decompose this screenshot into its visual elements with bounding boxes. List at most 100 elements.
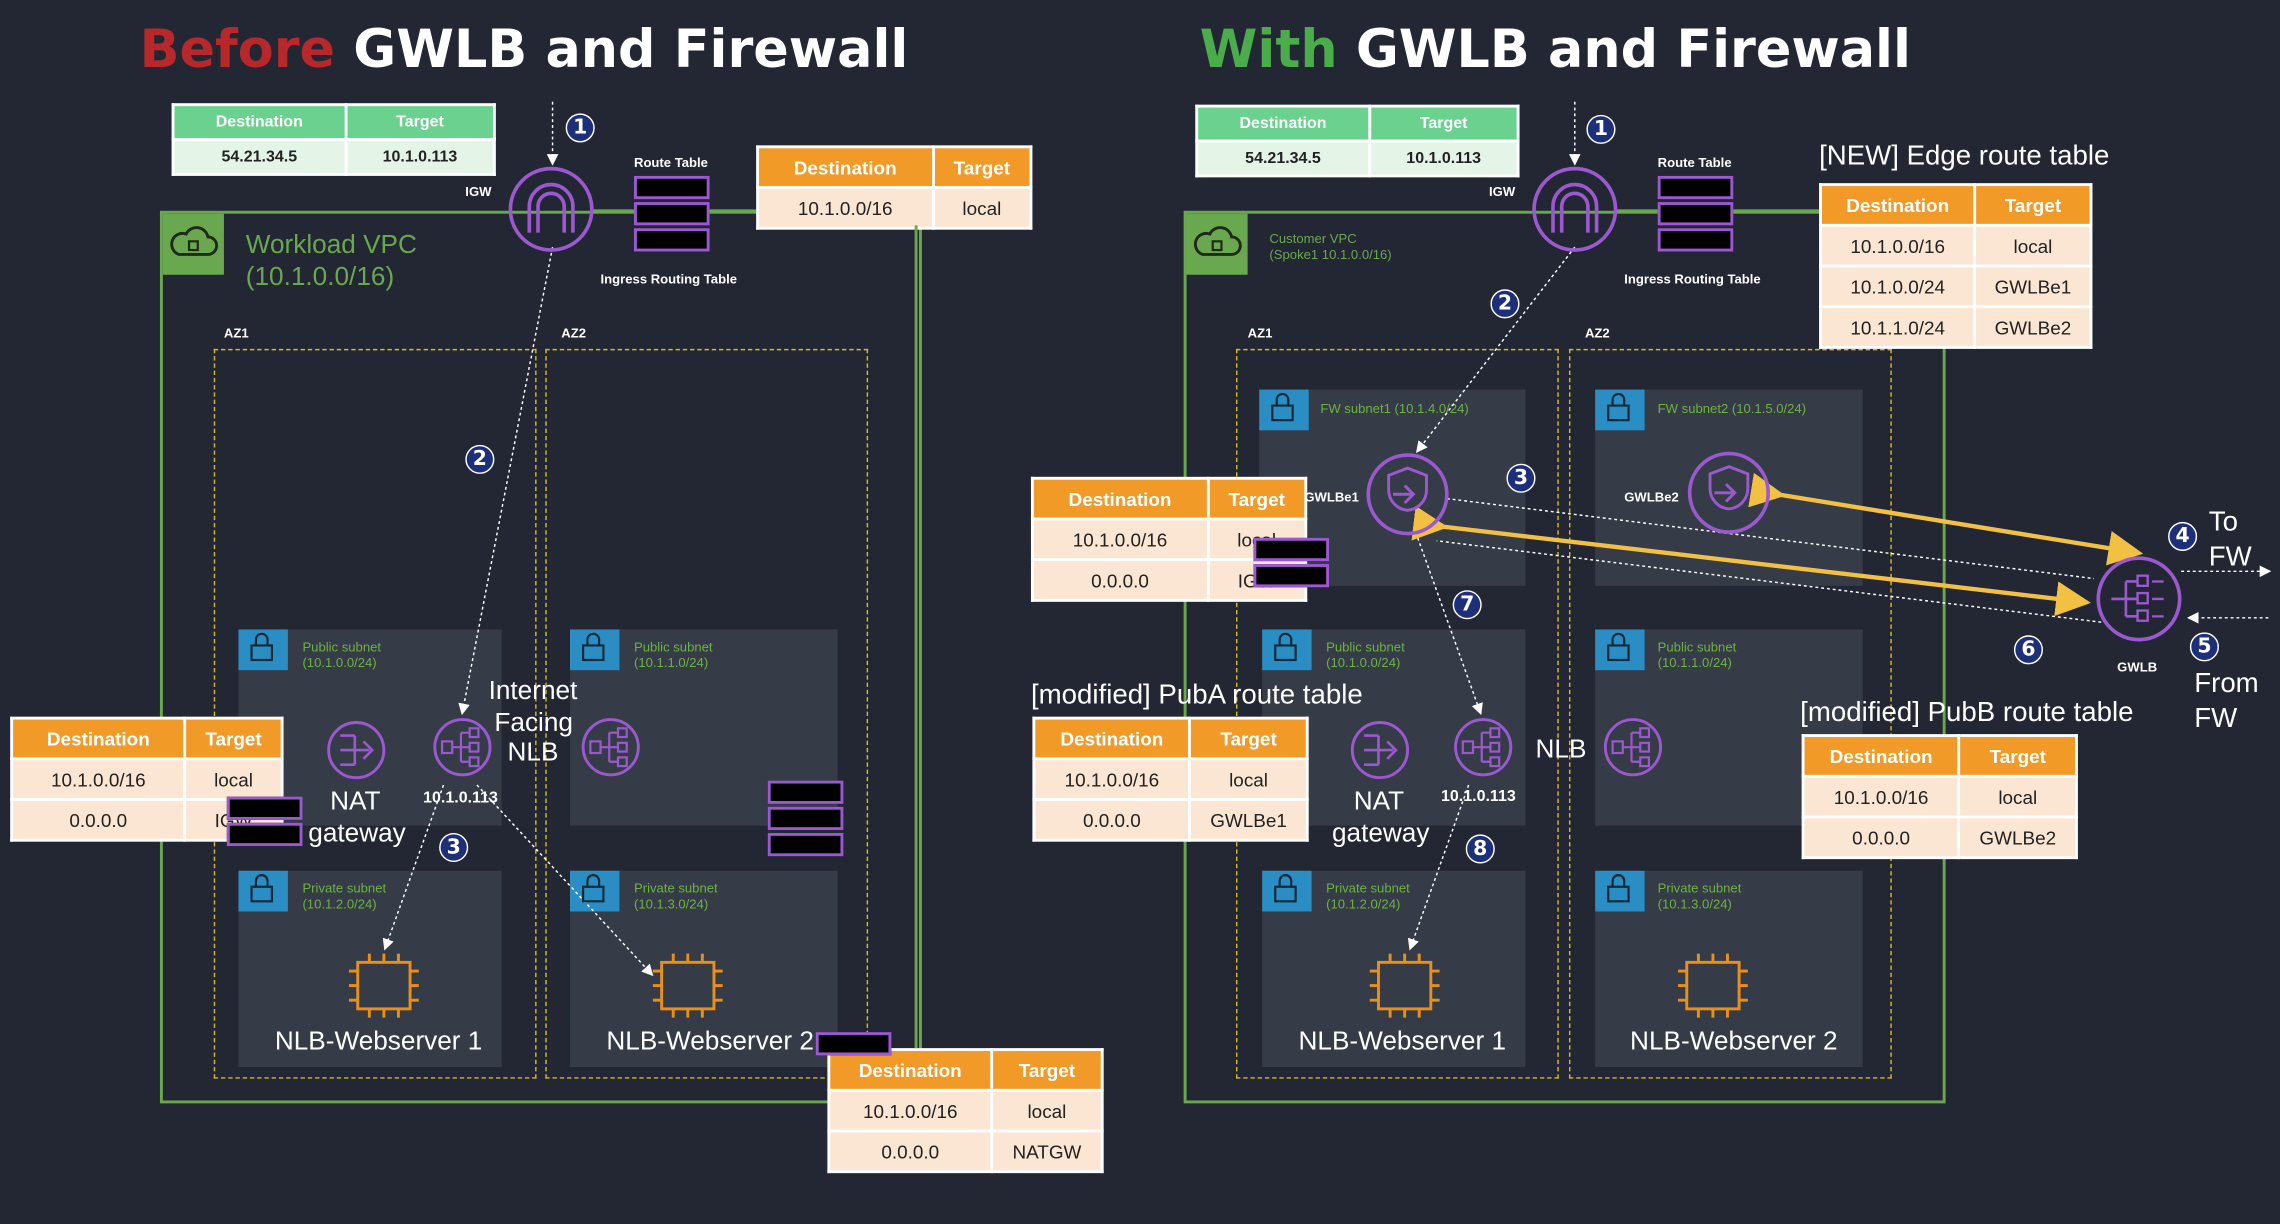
lock-icon	[1595, 629, 1645, 671]
right-step-3: 3	[1506, 463, 1536, 493]
right-nlb-b-icon	[1603, 718, 1663, 777]
right-route-table-label: Route Table	[1657, 155, 1732, 171]
left-vpc-name: Workload VPC	[245, 229, 417, 259]
right-pubb-title: [modified] PubB route table	[1800, 697, 2134, 729]
right-to-fw-1: To	[2208, 507, 2238, 538]
left-step-1: 1	[565, 113, 595, 143]
left-nlb-label-3: NLB	[507, 737, 559, 767]
right-nlb-label: NLB	[1535, 734, 1587, 764]
left-private-subnet-b	[570, 870, 838, 1068]
left-az1-label: AZ1	[223, 325, 249, 341]
left-nlb-b-icon	[581, 718, 640, 777]
left-server1-label: NLB-Webserver 1	[274, 1026, 483, 1056]
cloud-icon	[162, 213, 224, 275]
right-vpc-name: Customer VPC	[1269, 231, 1357, 246]
right-to-fw-2: FW	[2208, 542, 2252, 573]
left-nat-label-2: gateway	[308, 818, 406, 848]
left-nlb-label-1: Internet	[488, 675, 578, 706]
right-igw-label: IGW	[1488, 184, 1516, 200]
workload-vpc	[159, 210, 922, 1104]
left-private-subnet-a	[238, 870, 502, 1068]
customer-vpc	[1183, 210, 1946, 1104]
left-public-subnet-a-label: Public subnet(10.1.0.0/24)	[302, 639, 382, 671]
left-nat-label-1: NAT	[330, 786, 381, 816]
left-igw-icon	[508, 166, 594, 252]
left-private-subnet-a-label: Private subnet(10.1.2.0/24)	[302, 880, 387, 912]
left-igw-label: IGW	[465, 184, 492, 200]
right-private-subnet-a-label: Private subnet(10.1.2.0/24)	[1326, 880, 1410, 912]
right-gwlbe2-label: GWLBe2	[1624, 489, 1679, 505]
right-az1	[1235, 348, 1559, 1079]
right-step-2: 2	[1490, 289, 1520, 319]
left-route-table-icon	[633, 175, 710, 254]
lock-icon	[1262, 870, 1312, 912]
left-title-prefix: Before	[139, 20, 336, 80]
right-public-subnet-b-label: Public subnet(10.1.1.0/24)	[1657, 639, 1737, 671]
right-route-table-icon	[1657, 175, 1734, 254]
lock-icon	[570, 629, 620, 671]
left-step-3: 3	[439, 832, 469, 863]
right-server1-label: NLB-Webserver 1	[1298, 1026, 1507, 1056]
right-private-subnet-b-label: Private subnet(10.1.3.0/24)	[1657, 880, 1742, 912]
lock-icon	[1595, 389, 1645, 431]
right-gwlbe2-icon	[1687, 451, 1771, 534]
left-vpc-cidr: (10.1.0.0/16)	[245, 261, 395, 291]
left-public-a-route-icon	[226, 796, 303, 849]
right-server2-label: NLB-Webserver 2	[1630, 1026, 1838, 1056]
right-nat-gateway-icon	[1350, 721, 1410, 780]
left-step-2: 2	[465, 444, 495, 474]
left-az2	[545, 348, 869, 1079]
right-step-1: 1	[1586, 114, 1616, 144]
right-server1-chip-icon	[1369, 953, 1440, 1018]
left-title-rest: GWLB and Firewall	[335, 20, 909, 80]
right-from-fw-1: From	[2194, 668, 2259, 700]
left-route-table-label: Route Table	[633, 155, 708, 171]
right-igw-icon	[1532, 166, 1618, 252]
right-step-4: 4	[2168, 521, 2198, 551]
lock-icon	[570, 870, 620, 912]
lock-icon	[238, 629, 288, 671]
lock-icon	[1595, 870, 1645, 912]
right-title: With GWLB and Firewall	[1200, 20, 1911, 80]
left-public-subnet-b-label: Public subnet(10.1.1.0/24)	[633, 639, 713, 671]
right-server2-chip-icon	[1678, 953, 1748, 1018]
lock-glyphs	[250, 392, 1630, 903]
left-az1	[213, 348, 537, 1079]
cloud-icon	[1186, 213, 1248, 275]
right-from-fw-2: FW	[2194, 703, 2238, 735]
right-fw-route-icon	[1253, 537, 1330, 590]
right-gwlb-icon	[2096, 556, 2182, 642]
right-nat-label-2: gateway	[1331, 818, 1430, 848]
right-az2	[1568, 348, 1892, 1079]
right-az2-label: AZ2	[1584, 325, 1610, 341]
right-nlb-icon	[1454, 718, 1513, 777]
left-ingress-label: Ingress Routing Table	[600, 271, 738, 287]
lock-icon	[1262, 629, 1312, 671]
left-private-subnet-b-label: Private subnet(10.1.3.0/24)	[633, 880, 718, 912]
right-ingress-label: Ingress Routing Table	[1624, 271, 1761, 287]
right-gwlbe1-label: GWLBe1	[1304, 489, 1359, 505]
lock-icon	[238, 870, 288, 912]
right-gwlbe1-icon	[1366, 453, 1449, 536]
right-title-rest: GWLB and Firewall	[1337, 20, 1911, 80]
right-gwlb-label: GWLB	[2117, 659, 2158, 675]
left-server2-label: NLB-Webserver 2	[606, 1026, 814, 1056]
right-step-8: 8	[1465, 834, 1495, 864]
right-az1-label: AZ1	[1247, 325, 1273, 341]
left-title: Before GWLB and Firewall	[140, 20, 909, 80]
left-az2-label: AZ2	[561, 325, 587, 341]
left-nat-gateway-icon	[327, 721, 386, 780]
right-step-5: 5	[2189, 632, 2219, 662]
right-edge-title: [NEW] Edge route table	[1819, 141, 2110, 172]
left-private-b-route-icon	[815, 1032, 892, 1058]
right-fw-subnet2-label: FW subnet2 (10.1.5.0/24)	[1657, 401, 1807, 416]
